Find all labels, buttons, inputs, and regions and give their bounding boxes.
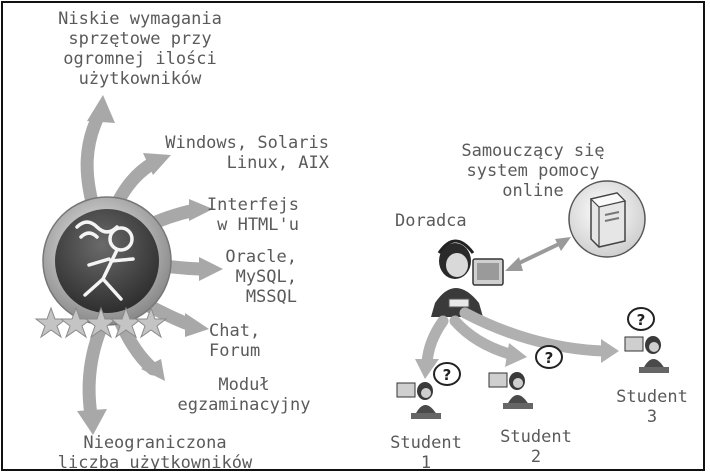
server-icon bbox=[568, 180, 646, 258]
arrow-bottom bbox=[82, 321, 108, 422]
help-system-label: Samouczący się system pomocy online bbox=[461, 141, 605, 201]
question-bubble-icon bbox=[433, 307, 655, 386]
diagram-graphics: ? ? ? bbox=[34, 95, 669, 435]
student-1-label: Student 1 bbox=[390, 433, 462, 471]
advisor-server-link bbox=[505, 237, 571, 271]
question-mark-2: ? bbox=[545, 349, 554, 367]
feature-chat-forum: Chat, Forum bbox=[209, 321, 261, 361]
star-rating-icon bbox=[34, 306, 168, 339]
feature-arrowheads bbox=[77, 95, 223, 435]
question-mark-3: ? bbox=[637, 311, 646, 329]
runner-logo-icon bbox=[42, 196, 172, 326]
question-mark-1: ? bbox=[443, 366, 452, 384]
student-computer-icon bbox=[396, 336, 669, 419]
feature-unlimited-users: Nieograniczona liczba użytkowników bbox=[57, 433, 253, 471]
feature-databases: Oracle, MySQL, MSSQL bbox=[225, 247, 297, 307]
feature-os-support: Windows, Solaris Linux, AIX bbox=[165, 133, 329, 173]
question-marks: ? ? ? bbox=[443, 311, 646, 384]
advisor-label: Doradca bbox=[395, 211, 467, 231]
student-3-label: Student 3 bbox=[616, 387, 688, 427]
feature-html-interface: Interfejs w HTML'u bbox=[206, 195, 299, 235]
student-2-label: Student 2 bbox=[500, 427, 572, 467]
feature-low-requirements: Niskie wymagania sprzętowe przy ogromnej… bbox=[58, 9, 222, 89]
advisor-headset-icon bbox=[431, 239, 504, 317]
feature-exam-module: Moduł egzaminacyjny bbox=[177, 375, 311, 415]
student-arrowheads bbox=[415, 339, 619, 379]
